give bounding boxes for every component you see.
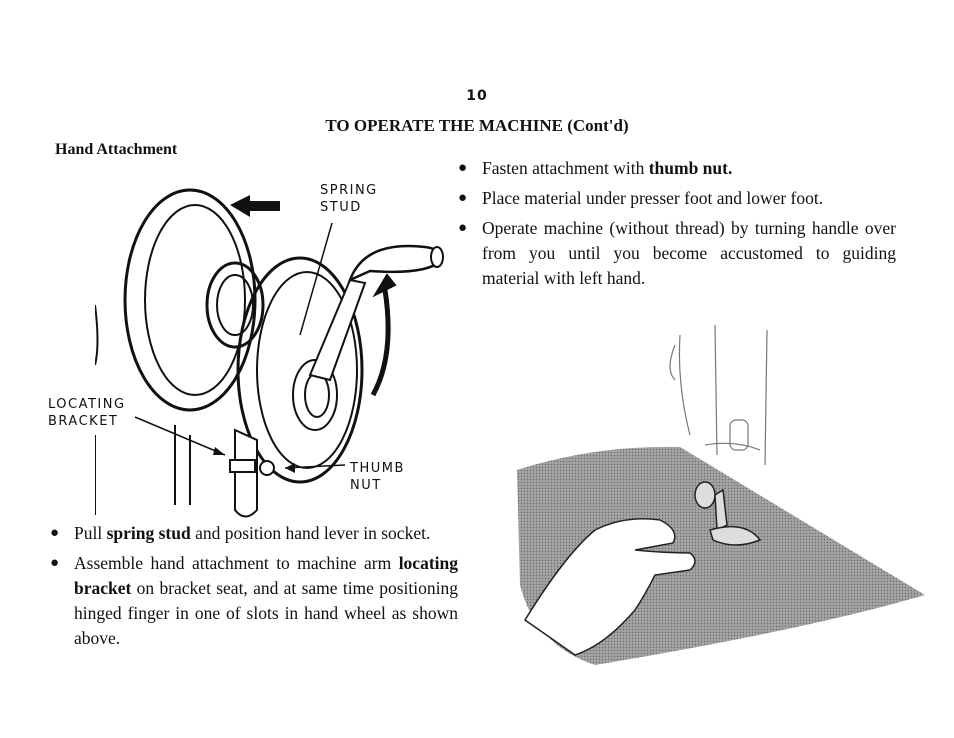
bullet-icon: ● [458, 190, 468, 206]
page-number: 10 [466, 88, 488, 104]
instruction-item: ● Fasten attachment with thumb nut. [458, 156, 896, 181]
hand-attachment-illustration [95, 188, 444, 518]
locating-bracket-label: LOCATING BRACKET [48, 397, 126, 429]
sewing-material-illustration [517, 325, 925, 665]
bullet-icon: ● [458, 220, 468, 236]
bullet-icon: ● [50, 555, 60, 571]
left-instructions: ● Pull spring stud and position hand lev… [50, 521, 458, 651]
bullet-icon: ● [50, 525, 60, 541]
spring-stud-label: SPRING STUD [320, 183, 378, 215]
bullet-icon: ● [458, 160, 468, 176]
right-instructions: ● Fasten attachment with thumb nut. ● Pl… [458, 156, 896, 291]
section-heading: Hand Attachment [55, 141, 178, 158]
instruction-item: ● Operate machine (without thread) by tu… [458, 218, 896, 288]
instruction-item: ● Assemble hand attachment to machine ar… [50, 553, 458, 648]
instruction-item: ● Place material under presser foot and … [458, 186, 896, 211]
page-title: TO OPERATE THE MACHINE (Cont'd) [325, 116, 629, 135]
instruction-item: ● Pull spring stud and position hand lev… [50, 521, 458, 546]
thumb-nut-label: THUMB NUT [350, 461, 405, 493]
